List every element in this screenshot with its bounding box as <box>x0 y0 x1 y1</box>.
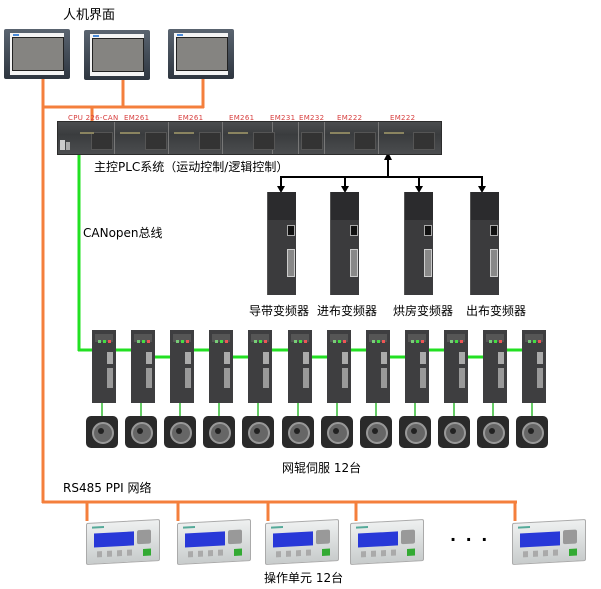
ellipsis: · · · <box>450 530 490 549</box>
servo-drive <box>170 330 194 403</box>
servo-drive <box>444 330 468 403</box>
arrow-up-icon <box>384 152 392 160</box>
inverter <box>330 192 359 295</box>
arrow-down-icon <box>478 186 486 193</box>
plc-label: 主控PLC系统（运动控制/逻辑控制） <box>94 160 289 174</box>
servo-drive <box>327 330 351 403</box>
module-label: EM261 <box>178 114 204 122</box>
servo-motor <box>360 416 392 448</box>
servo-drive <box>92 330 116 403</box>
inverter-label: 导带变频器 <box>249 304 310 318</box>
module-label: EM232 <box>299 114 325 122</box>
module-label: EM231 <box>270 114 296 122</box>
text-display-unit <box>350 519 424 565</box>
arrowheads <box>277 152 486 193</box>
servo-motor <box>399 416 431 448</box>
inverter <box>470 192 499 295</box>
servo-drive <box>522 330 546 403</box>
servo-motor <box>242 416 274 448</box>
plc-rack <box>57 121 442 155</box>
module-label: EM261 <box>229 114 255 122</box>
servo-drive <box>405 330 429 403</box>
servo-motor <box>438 416 470 448</box>
arrow-down-icon <box>415 186 423 193</box>
inverter-label: 烘房变频器 <box>393 304 454 318</box>
servo-motor <box>164 416 196 448</box>
servo-motor <box>282 416 314 448</box>
servo-drive <box>366 330 390 403</box>
hmi-panel <box>84 30 150 80</box>
module-label: EM222 <box>337 114 363 122</box>
module-label: EM222 <box>390 114 416 122</box>
servo-motor-cables <box>101 403 533 416</box>
text-display-unit <box>512 519 586 565</box>
inverter <box>267 192 296 295</box>
servo-motor <box>203 416 235 448</box>
servo-label: 网辊伺服 12台 <box>282 461 362 475</box>
servo-drive <box>288 330 312 403</box>
inverter-control-lines <box>280 158 483 189</box>
canopen-label: CANopen总线 <box>83 226 163 240</box>
rs485-network-lines <box>41 78 517 521</box>
arrow-down-icon <box>341 186 349 193</box>
servo-motor <box>516 416 548 448</box>
text-display-unit <box>86 519 160 565</box>
hmi-title: 人机界面 <box>63 8 116 23</box>
text-display-unit <box>177 519 251 565</box>
plc-connector <box>60 140 65 150</box>
inverter-label: 进布变频器 <box>317 304 378 318</box>
servo-drive <box>248 330 272 403</box>
rs485-label: RS485 PPI 网络 <box>63 481 152 495</box>
servo-drive <box>483 330 507 403</box>
module-label: EM261 <box>124 114 150 122</box>
servo-drive <box>131 330 155 403</box>
inverter-label: 出布变频器 <box>466 304 527 318</box>
servo-motor <box>86 416 118 448</box>
text-display-unit <box>265 519 339 565</box>
servo-motor <box>477 416 509 448</box>
hmi-panel <box>4 29 70 79</box>
inverter <box>404 192 433 295</box>
servo-drive <box>209 330 233 403</box>
module-label: CPU 226-CAN <box>68 114 119 122</box>
operator-units-label: 操作单元 12台 <box>264 571 344 585</box>
arrow-down-icon <box>277 186 285 193</box>
servo-motor <box>321 416 353 448</box>
servo-motor <box>125 416 157 448</box>
hmi-panel <box>168 29 234 79</box>
